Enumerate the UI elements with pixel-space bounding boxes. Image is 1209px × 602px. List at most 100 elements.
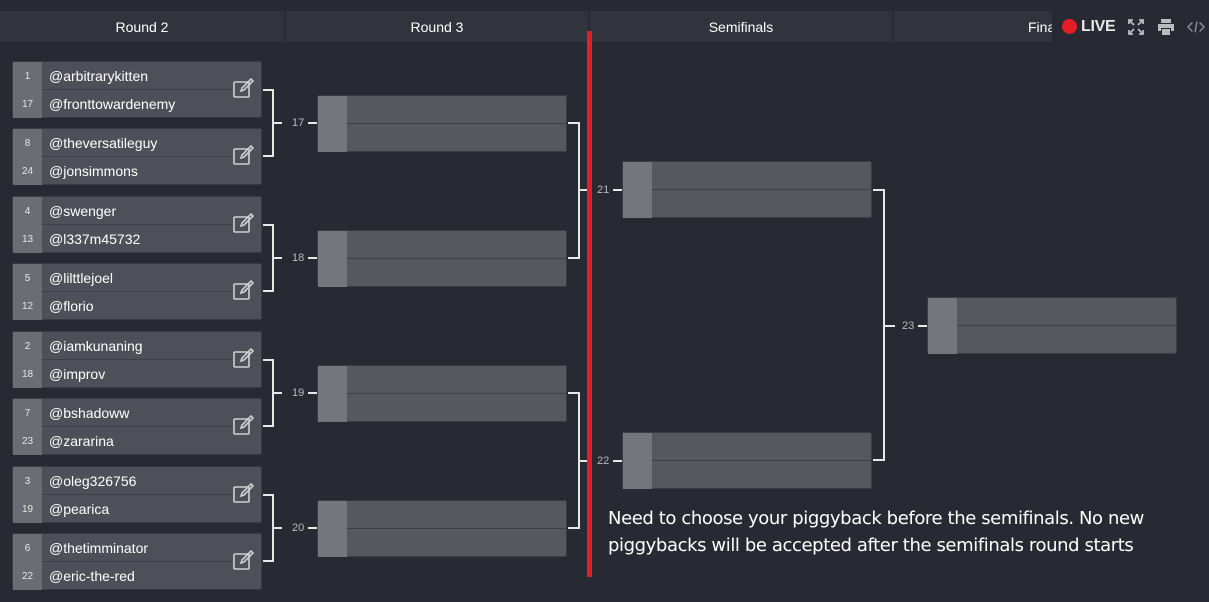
slot-divider (347, 123, 567, 124)
seed-cell (318, 231, 347, 259)
match-slot-bottom (318, 259, 566, 287)
match-number: 21 (597, 184, 610, 196)
match-slot-top: 1@arbitrarykitten (13, 62, 261, 90)
seed-cell (928, 326, 957, 354)
slot-divider (652, 460, 872, 461)
match-19-box[interactable] (317, 365, 567, 422)
participant-name[interactable]: @zararina (49, 433, 114, 449)
seed-number: 19 (13, 495, 42, 523)
round-header-round-2: Round 2 (0, 11, 284, 42)
seed-cell (318, 96, 347, 124)
slot-divider (957, 325, 1177, 326)
match-slot-bottom: 22@eric-the-red (13, 562, 261, 590)
bracket-connector (263, 89, 274, 157)
seed-number: 12 (13, 292, 42, 320)
match-slot-top (623, 162, 871, 190)
bracket-connector (613, 189, 622, 191)
participant-name[interactable]: @theversatileguy (49, 135, 158, 151)
bracket-connector (308, 527, 317, 529)
edit-match-icon[interactable] (233, 549, 255, 570)
slot-divider (42, 359, 232, 360)
round-header-round-3: Round 3 (286, 11, 588, 42)
seed-number: 13 (13, 225, 42, 253)
match-slot-bottom (928, 326, 1176, 354)
participant-name[interactable]: @lilttlejoel (49, 270, 114, 286)
seed-cell (318, 124, 347, 152)
participant-name[interactable]: @thetimminator (49, 540, 149, 556)
match-slot-top: 8@theversatileguy (13, 129, 261, 157)
seed-number: 24 (13, 157, 42, 185)
seed-cell (318, 529, 347, 557)
seed-cell (318, 259, 347, 287)
match-slot-top (318, 366, 566, 394)
match-slot-bottom (318, 394, 566, 422)
participant-name[interactable]: @fronttowardenemy (49, 96, 176, 112)
embed-code-icon[interactable] (1187, 18, 1206, 36)
match-number: 19 (292, 387, 305, 399)
edit-match-icon[interactable] (233, 347, 255, 368)
match-slot-top: 4@swenger (13, 197, 261, 225)
print-icon[interactable] (1157, 18, 1175, 36)
match-slot-bottom (318, 529, 566, 557)
match-slot-top: 5@lilttlejoel (13, 264, 261, 292)
match-22-box[interactable] (622, 432, 872, 489)
seed-number: 2 (13, 332, 42, 360)
participant-name[interactable]: @jonsimmons (49, 163, 138, 179)
edit-match-icon[interactable] (233, 482, 255, 503)
edit-match-icon[interactable] (233, 279, 255, 300)
match-20-box[interactable] (317, 500, 567, 557)
annotation-red-line (587, 31, 592, 577)
slot-divider (42, 561, 232, 562)
seed-number: 17 (13, 90, 42, 118)
live-label: LIVE (1081, 17, 1116, 35)
match-slot-bottom: 12 @florio (13, 292, 261, 320)
participant-name[interactable]: @florio (49, 298, 94, 314)
edit-match-icon[interactable] (233, 414, 255, 435)
fullscreen-icon[interactable] (1127, 18, 1145, 36)
participant-name[interactable]: @swenger (49, 203, 117, 219)
match-slot-bottom (623, 461, 871, 489)
seed-cell (928, 298, 957, 326)
edit-match-icon[interactable] (233, 212, 255, 233)
bracket-connector (613, 460, 622, 462)
participant-name[interactable]: @pearica (49, 501, 110, 517)
match-round2-5[interactable]: 2 @iamkunaning 18 @improv (12, 331, 262, 388)
match-23-box[interactable] (927, 297, 1177, 354)
participant-name[interactable]: @bshadoww (49, 405, 130, 421)
match-slot-top: 7@bshadoww (13, 399, 261, 427)
seed-cell (318, 366, 347, 394)
piggyback-note: Need to choose your piggyback before the… (608, 508, 1144, 556)
participant-name[interactable]: @iamkunaning (49, 338, 143, 354)
slot-divider (42, 426, 232, 427)
participant-name[interactable]: @improv (49, 366, 106, 382)
bracket-connector (263, 359, 274, 427)
match-slot-bottom: 17 @fronttowardenemy (13, 90, 261, 118)
seed-number: 3 (13, 467, 42, 495)
seed-cell (318, 501, 347, 529)
participant-name[interactable]: @arbitrarykitten (49, 68, 149, 84)
participant-name[interactable]: @eric-the-red (49, 568, 135, 584)
match-17-box[interactable] (317, 95, 567, 152)
match-round2-7[interactable]: 3 @oleg326756 19 @pearica (12, 466, 262, 523)
participant-name[interactable]: @l337m45732 (49, 231, 141, 247)
bracket-connector (580, 460, 587, 462)
bracket-connector (308, 392, 317, 394)
seed-cell (623, 190, 652, 218)
bracket-connector (308, 257, 317, 259)
slot-divider (347, 528, 567, 529)
bracket-connector (274, 392, 282, 394)
edit-match-icon[interactable] (233, 144, 255, 165)
match-21-box[interactable] (622, 161, 872, 218)
slot-divider (42, 291, 232, 292)
participant-name[interactable]: @oleg326756 (49, 473, 137, 489)
match-18-box[interactable] (317, 230, 567, 287)
seed-number: 23 (13, 427, 42, 455)
seed-number: 18 (13, 360, 42, 388)
edit-match-icon[interactable] (233, 77, 255, 98)
